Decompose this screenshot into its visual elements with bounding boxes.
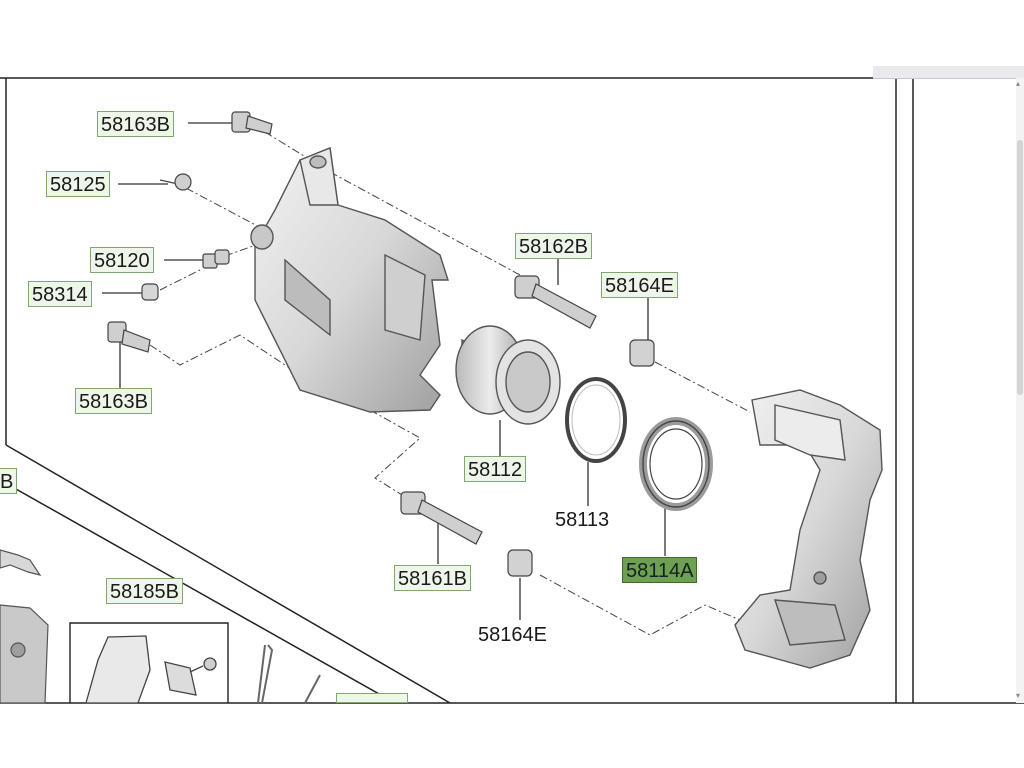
callout-58164e-top[interactable]: 58164E: [601, 272, 678, 298]
callout-58113[interactable]: 58113: [551, 506, 614, 532]
callout-58162b[interactable]: 58162B: [515, 233, 592, 259]
boot-58164e-top: [629, 339, 655, 367]
guide-pin-58162b: [514, 275, 597, 329]
spring-clip-partial: [0, 549, 49, 704]
caliper-carrier: [734, 389, 883, 669]
pad-kit-box: [69, 622, 229, 703]
callout-58185b[interactable]: 58185B: [106, 578, 183, 604]
scroll-up-arrow-icon[interactable]: ▴: [1016, 79, 1021, 88]
callout-58314[interactable]: 58314: [28, 281, 92, 307]
callout-58161b[interactable]: 58161B: [394, 565, 471, 591]
scroll-down-arrow-icon[interactable]: ▾: [1016, 691, 1021, 700]
callout-58120[interactable]: 58120: [90, 247, 154, 273]
guide-pin-58161b: [400, 491, 483, 545]
scrollbar-thumb[interactable]: [1017, 140, 1023, 395]
boot-58114a: [639, 417, 713, 511]
leader-lines: [102, 122, 666, 620]
callout-58114a[interactable]: 58114A: [622, 557, 698, 583]
brake-pad-58185b: [85, 635, 217, 704]
bolt-58163b-top: [231, 111, 273, 135]
caliper-housing: [250, 147, 449, 413]
boot-58164e-bottom: [507, 549, 533, 577]
callout-partial-b[interactable]: B: [0, 468, 18, 494]
callout-58163b-top[interactable]: 58163B: [97, 111, 174, 137]
seal-58113: [565, 377, 627, 463]
callout-58164e-bottom[interactable]: 58164E: [474, 621, 551, 647]
callout-58112[interactable]: 58112: [464, 456, 527, 482]
window-top-bar: [873, 66, 1024, 79]
piston-58112: [455, 325, 561, 425]
callout-58163b-bottom[interactable]: 58163B: [75, 388, 152, 414]
callout-58125[interactable]: 58125: [46, 171, 110, 197]
callout-partial-bottom[interactable]: [336, 693, 408, 703]
frame-lines: [0, 77, 1024, 704]
pin-58125: [159, 173, 192, 191]
bolt-58163b-bottom: [107, 321, 151, 353]
wire-clips-partial: [257, 644, 321, 704]
cap-58314: [141, 283, 159, 301]
bleed-screw-58120: [202, 249, 230, 269]
